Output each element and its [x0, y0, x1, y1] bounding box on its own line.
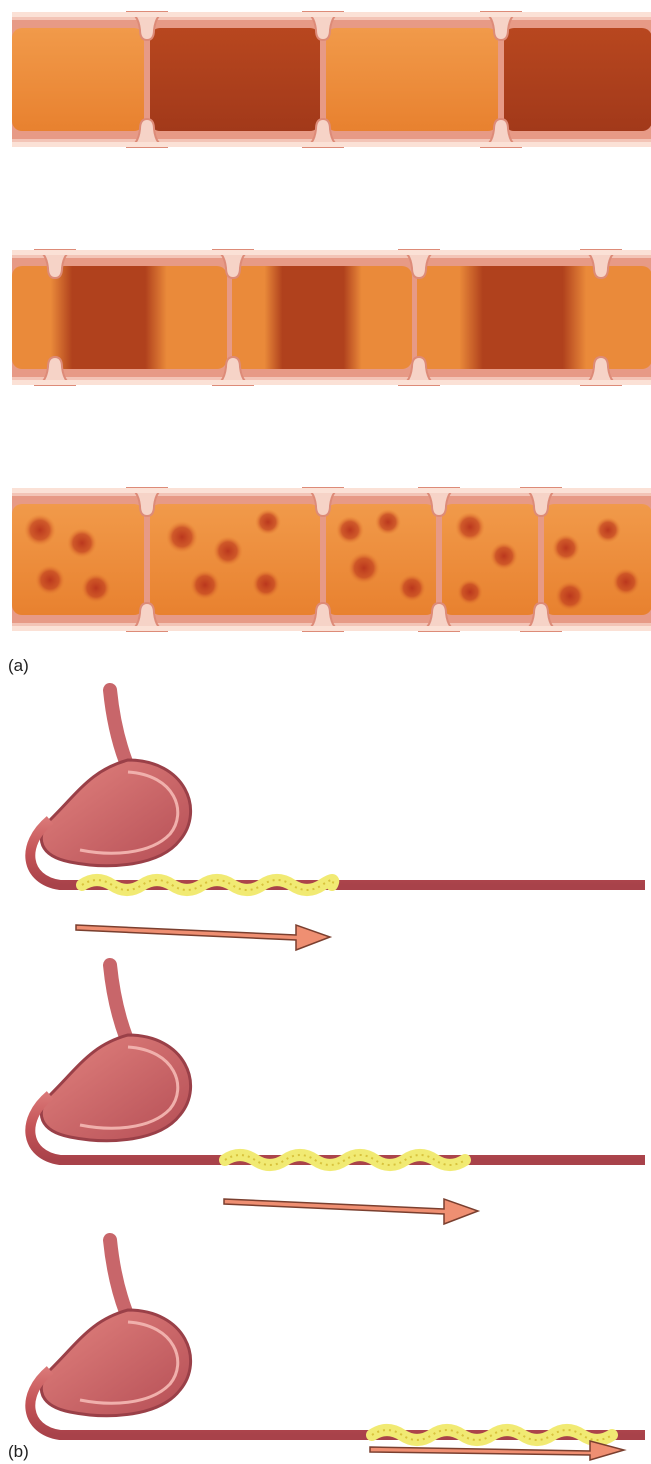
direction-arrow-2 [224, 1199, 478, 1224]
chamber-3 [326, 28, 498, 131]
segment-row-2 [12, 250, 651, 385]
segment-row-1 [12, 12, 651, 147]
panel-label-b: (b) [8, 1442, 29, 1462]
chamber-6 [232, 266, 412, 369]
chamber-2 [150, 28, 320, 131]
segment-row-3 [12, 488, 651, 631]
chamber-1 [12, 28, 144, 131]
chamber-11 [442, 504, 538, 615]
chamber-4 [504, 28, 651, 131]
chamber-7 [417, 266, 651, 369]
direction-arrow-1 [76, 925, 330, 950]
stomach-diagram-1 [30, 690, 645, 950]
chamber-5 [12, 266, 227, 369]
panel-label-a: (a) [8, 656, 29, 676]
stomach-diagram-2 [30, 965, 645, 1224]
stomach-diagram-3 [30, 1240, 645, 1460]
